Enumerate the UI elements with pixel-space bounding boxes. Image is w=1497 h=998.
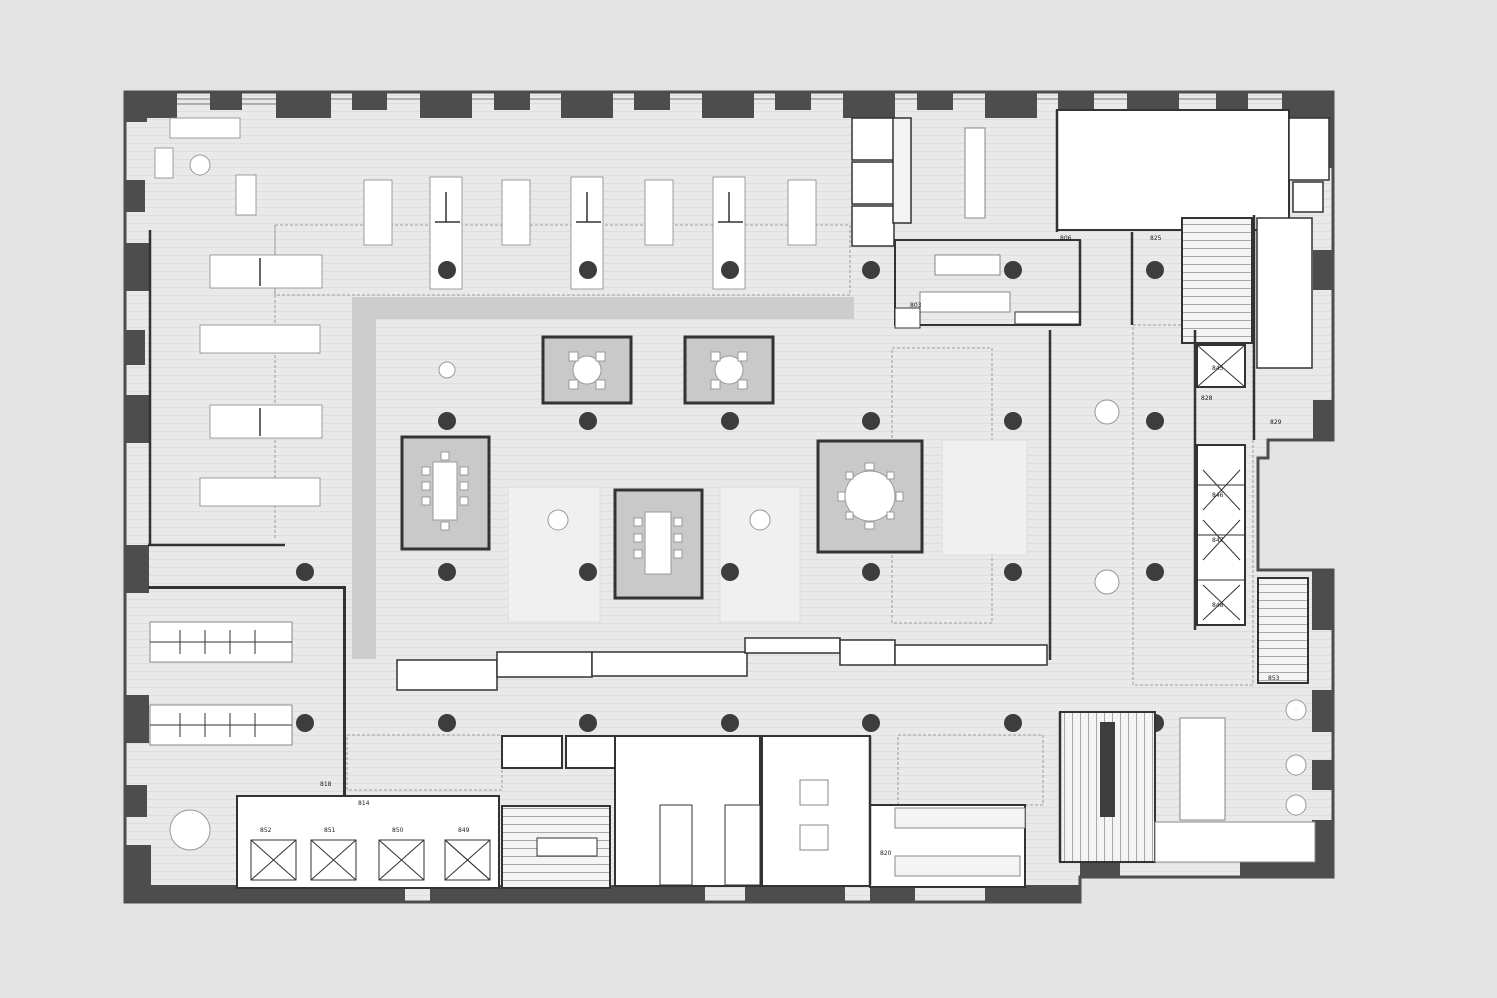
room-number: 818: [320, 781, 332, 788]
phone-booths: [851, 117, 912, 247]
pantry-top: [894, 127, 1081, 329]
workstation-dividers: [259, 192, 743, 436]
meeting-room-1: [400, 435, 491, 551]
lounge-areas: [507, 439, 1028, 623]
room-number: 820: [880, 850, 892, 857]
room-number: 814: [358, 800, 370, 807]
room-number: 828: [1201, 395, 1213, 402]
elevator-core: [1181, 217, 1313, 684]
room-number: 847: [1212, 537, 1224, 544]
exterior-piers: [125, 92, 1333, 902]
room-number: 850: [392, 827, 404, 834]
room-number: 851: [324, 827, 336, 834]
room-number: 829: [1270, 419, 1282, 426]
partition-walls: [148, 110, 1256, 885]
room-number: 849: [458, 827, 470, 834]
room-number: 848: [1212, 602, 1224, 609]
room-number: 803: [910, 302, 922, 309]
service-core: [236, 711, 1316, 889]
workstation-columns-dots: [438, 261, 739, 279]
meeting-room-2: [541, 335, 633, 405]
room-number: 825: [1150, 235, 1162, 242]
room-number: 806: [1060, 235, 1072, 242]
storage-room: [1056, 109, 1330, 231]
meeting-room-5: [816, 439, 924, 554]
room-number: 846: [1212, 492, 1224, 499]
corridor-band: [352, 297, 854, 659]
bench-desks: [148, 586, 346, 826]
room-number: 852: [260, 827, 272, 834]
storage-counters: [396, 637, 1048, 691]
meeting-room-3: [683, 335, 775, 405]
windows-top: [177, 98, 1282, 105]
round-tables: [169, 154, 1307, 851]
room-number: 853: [1268, 675, 1280, 682]
meeting-room-4: [613, 488, 704, 600]
room-labels: 803 806 825 845 846 847 848 853 829 828 …: [260, 235, 1282, 857]
room-number: 845: [1212, 365, 1224, 372]
